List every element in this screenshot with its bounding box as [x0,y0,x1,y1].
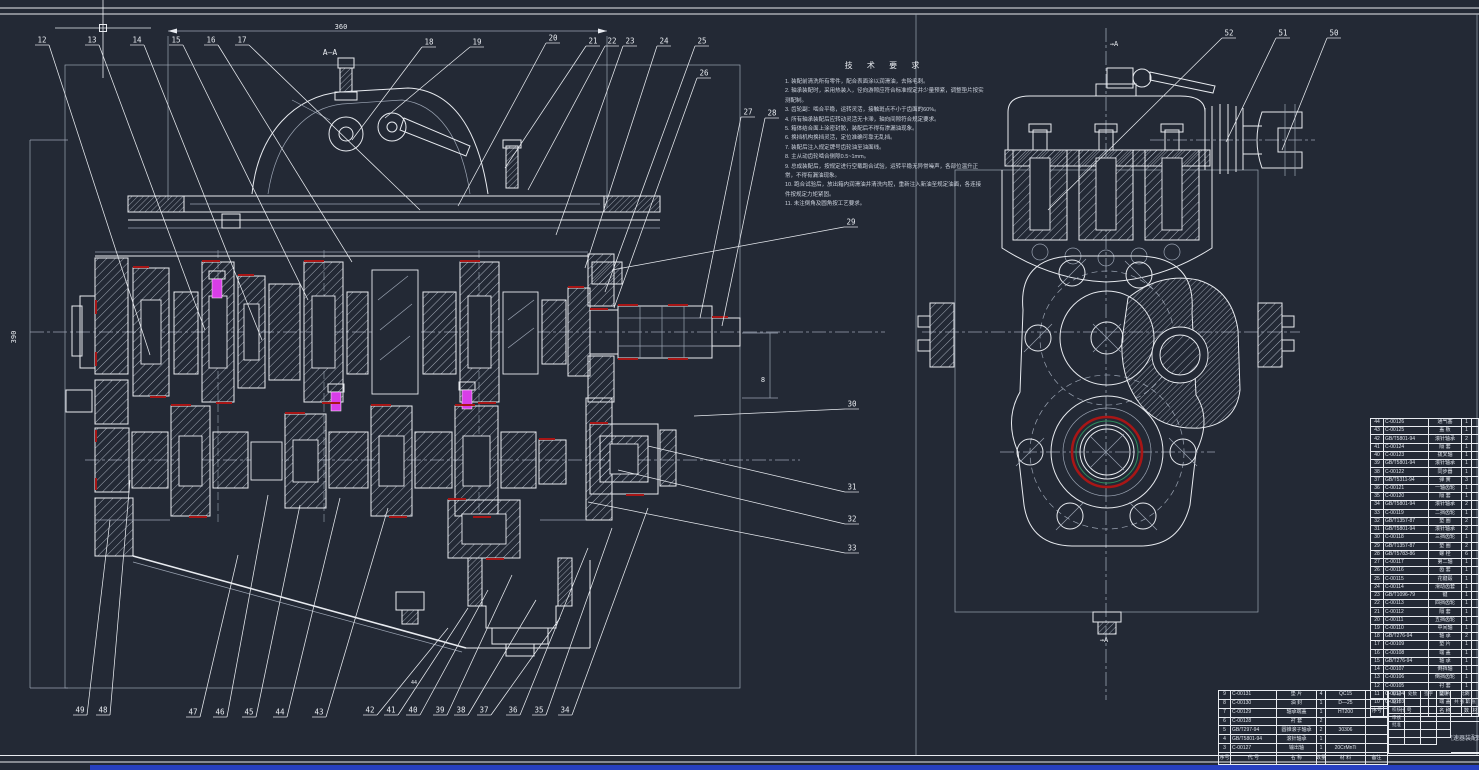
note-line: 5. 箱体结合面上涂密封胶，装配后不得有渗漏油现象。 [785,126,918,133]
title-block-cell [1437,729,1451,738]
technical-notes: 技 术 要 求 1. 装配前清洗所有零件，配合表面涂以润滑油，去除毛刺。 2. 轴… [785,60,985,210]
note-line: 11. 未注倒角及圆角按工艺要求。 [785,201,866,208]
note-line: 10. 跑合试验后，放出箱内润滑油并清洗内腔，重新注入新油至规定油面，各连接件按… [785,182,982,198]
title-block-cell: 处数 [1405,691,1421,699]
title-block-cell [1405,706,1421,715]
note-line: 4. 所有轴承装配后应转动灵活无卡滞，轴向间隙符合规定要求。 [785,116,940,123]
title-block-cell [1421,737,1437,746]
title-block-cell: 共 张 第 张 [1451,699,1479,707]
title-block-drawing-title: 变速器装配图 [1451,722,1479,753]
title-block-cell [1405,729,1421,738]
title-block-cell: 批准 [1389,722,1405,730]
title-block-cell [1405,737,1421,746]
note-line: 2. 轴承装配时，采用热装入，径向游隙应符合标准规定并少量预紧，调整垫片按实测配… [785,88,984,104]
bom-header-row: 序号代 号 名 称数量 材 料备注 [1218,752,1388,765]
note-line: 1. 装配前清洗所有零件，配合表面涂以润滑油，去除毛刺。 [785,79,929,85]
title-block-cell [1437,698,1451,707]
title-block-cell: 日期 [1437,691,1451,699]
title-block: 标记 处数 签字 日期 比例 设计 共 张 第 张 校核 审核 批准 变速器装配… [1388,690,1479,754]
bolt-holes [1015,258,1198,531]
title-block-cell: 审核 [1389,714,1405,722]
title-block-cell: 设计 [1389,698,1405,707]
title-block-cell [1437,714,1451,722]
left-view-main-section [29,28,885,689]
title-block-cell [1421,714,1437,722]
note-line: 9. 总成装配后，按规定进行空载跑合试验，运转平稳无异常噪声，各部位温升正常，不… [785,163,979,180]
title-block-cell [1451,707,1479,715]
right-view-end-section [917,28,1315,700]
bottom-blue-strip [90,765,1479,770]
note-line: 3. 齿轮副：啮合平稳，运转灵活，接触斑点不小于齿面的60%。 [785,107,940,114]
cad-crosshair-cursor [55,0,151,78]
title-block-cell [1389,729,1405,738]
title-block-cell: 比例 [1451,691,1479,699]
title-block-cell [1437,706,1451,715]
title-block-cell [1405,722,1421,730]
title-block-cell: 校核 [1389,706,1405,715]
title-block-cell [1405,698,1421,707]
title-block-cell [1421,706,1437,715]
title-block-cell [1421,729,1437,738]
note-line: 6. 换挡机构换挡灵活，定位准确可靠无乱挡。 [785,135,896,142]
notes-title: 技 术 要 求 [844,61,926,70]
title-block-cell [1437,722,1451,730]
notes-list: 1. 装配前清洗所有零件，配合表面涂以润滑油，去除毛刺。 2. 轴承装配时，采用热… [785,78,985,210]
sheet-border [0,7,1479,763]
note-line: 7. 装配后注入规定牌号齿轮油至油面线。 [785,144,885,151]
title-block-cell: 标记 [1389,691,1405,699]
title-block-cell [1421,698,1437,707]
title-block-cell [1451,714,1479,722]
title-block-cell [1405,714,1421,722]
title-block-cell [1389,737,1405,746]
title-block-cell: 签字 [1421,691,1437,699]
title-block-cell [1421,722,1437,730]
note-line: 8. 主从动齿轮啮合侧隙0.5~1mm。 [785,154,870,161]
